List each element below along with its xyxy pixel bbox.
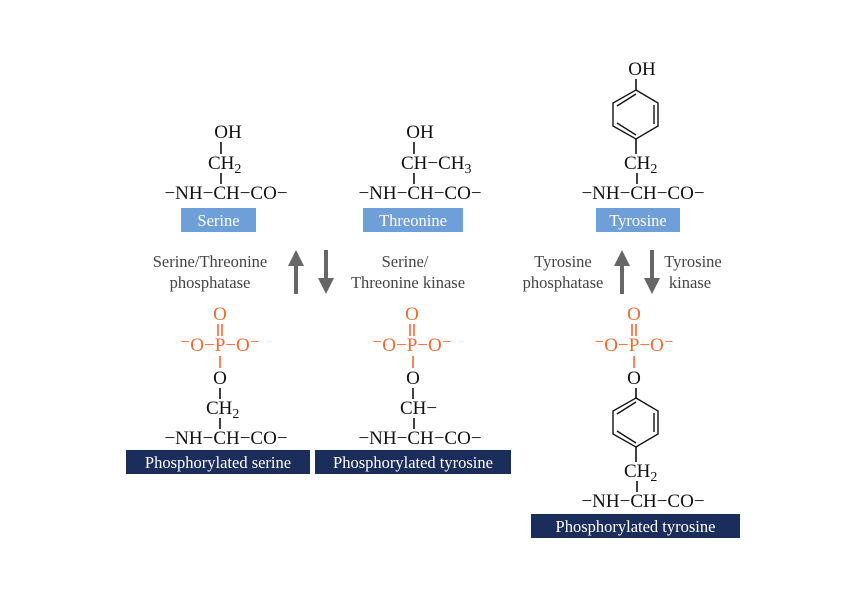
tyr-kinase-line2: kinase xyxy=(669,273,711,292)
p-tyrosine-backbone: −NH−CH−CO− xyxy=(581,491,704,512)
p-threonine-label-box xyxy=(315,450,511,474)
tyrosine-label: Tyrosine xyxy=(609,211,667,230)
tyrosine-structure: OH CH2 −NH−CH−CO− Tyrosine xyxy=(581,59,705,232)
threonine-backbone: −NH−CH−CO− xyxy=(358,183,481,204)
phosphate-row: ⁻O−P−O⁻ xyxy=(180,335,260,356)
tyr-phosphatase-line2: phosphatase xyxy=(523,273,604,292)
tyr-kinase-line1: Tyrosine xyxy=(664,252,722,271)
threonine-label: Threonine xyxy=(379,211,447,230)
tyrosine-ch2: CH2 xyxy=(624,153,657,177)
threonine-side-chain: CH−CH3 xyxy=(401,153,472,177)
ester-o: O xyxy=(406,368,420,389)
p-threonine-ch: CH− xyxy=(400,398,437,419)
phosphatase-label-line1: Serine/Threonine xyxy=(153,252,268,271)
p-tyrosine-label-box xyxy=(531,514,740,538)
threonine-label-box xyxy=(363,208,463,232)
kinase-label-line2: Threonine kinase xyxy=(351,273,465,292)
phosphate-o: O xyxy=(627,304,641,325)
phosphate-row: ⁻O−P−O⁻ xyxy=(594,335,674,356)
ester-o: O xyxy=(627,368,641,389)
benzene-ring-icon xyxy=(612,397,659,448)
serine-structure: OH CH2 −NH−CH−CO− Serine xyxy=(164,122,288,232)
tyr-reaction: Tyrosine phosphatase Tyrosine kinase xyxy=(523,250,722,294)
serine-backbone: −NH−CH−CO− xyxy=(164,183,287,204)
phosphorylated-serine-structure: O ⁻O−P−O⁻ O CH2 −NH−CH−CO− Phosphorylate… xyxy=(126,304,310,474)
p-threonine-label: Phosphorylated tyrosine xyxy=(333,453,493,472)
p-tyrosine-ch2: CH2 xyxy=(624,461,657,485)
phosphatase-label-line2: phosphatase xyxy=(170,273,251,292)
serine-oh: OH xyxy=(214,122,242,143)
serine-label-box xyxy=(181,208,256,232)
tyrosine-backbone: −NH−CH−CO− xyxy=(581,183,704,204)
threonine-oh: OH xyxy=(406,122,434,143)
p-tyrosine-label: Phosphorylated tyrosine xyxy=(556,517,716,536)
p-serine-ch2: CH2 xyxy=(206,398,239,422)
benzene-ring-icon xyxy=(612,89,659,140)
p-serine-label-box xyxy=(126,450,310,474)
serine-ch2: CH2 xyxy=(208,153,241,177)
phosphorylated-threonine-structure: O ⁻O−P−O⁻ O CH− −NH−CH−CO− Phosphorylate… xyxy=(315,304,511,474)
ser-thr-reaction: Serine/Threonine phosphatase Serine/ Thr… xyxy=(153,250,465,294)
threonine-structure: OH CH−CH3 −NH−CH−CO− Threonine xyxy=(358,122,482,232)
tyrosine-oh: OH xyxy=(628,59,656,80)
ester-o: O xyxy=(213,368,227,389)
phosphorylated-tyrosine-structure: O ⁻O−P−O⁻ O CH2 −NH−CH−CO− Phosphorylate… xyxy=(531,304,740,538)
tyrosine-label-box xyxy=(596,208,680,232)
p-serine-backbone: −NH−CH−CO− xyxy=(164,428,287,449)
phosphate-o: O xyxy=(405,304,419,325)
serine-label: Serine xyxy=(197,211,239,230)
tyr-phosphatase-line1: Tyrosine xyxy=(534,252,592,271)
p-serine-label: Phosphorylated serine xyxy=(145,453,291,472)
p-threonine-backbone: −NH−CH−CO− xyxy=(358,428,481,449)
kinase-label-line1: Serine/ xyxy=(382,252,429,271)
phosphate-o: O xyxy=(213,304,227,325)
phosphate-row: ⁻O−P−O⁻ xyxy=(372,335,452,356)
